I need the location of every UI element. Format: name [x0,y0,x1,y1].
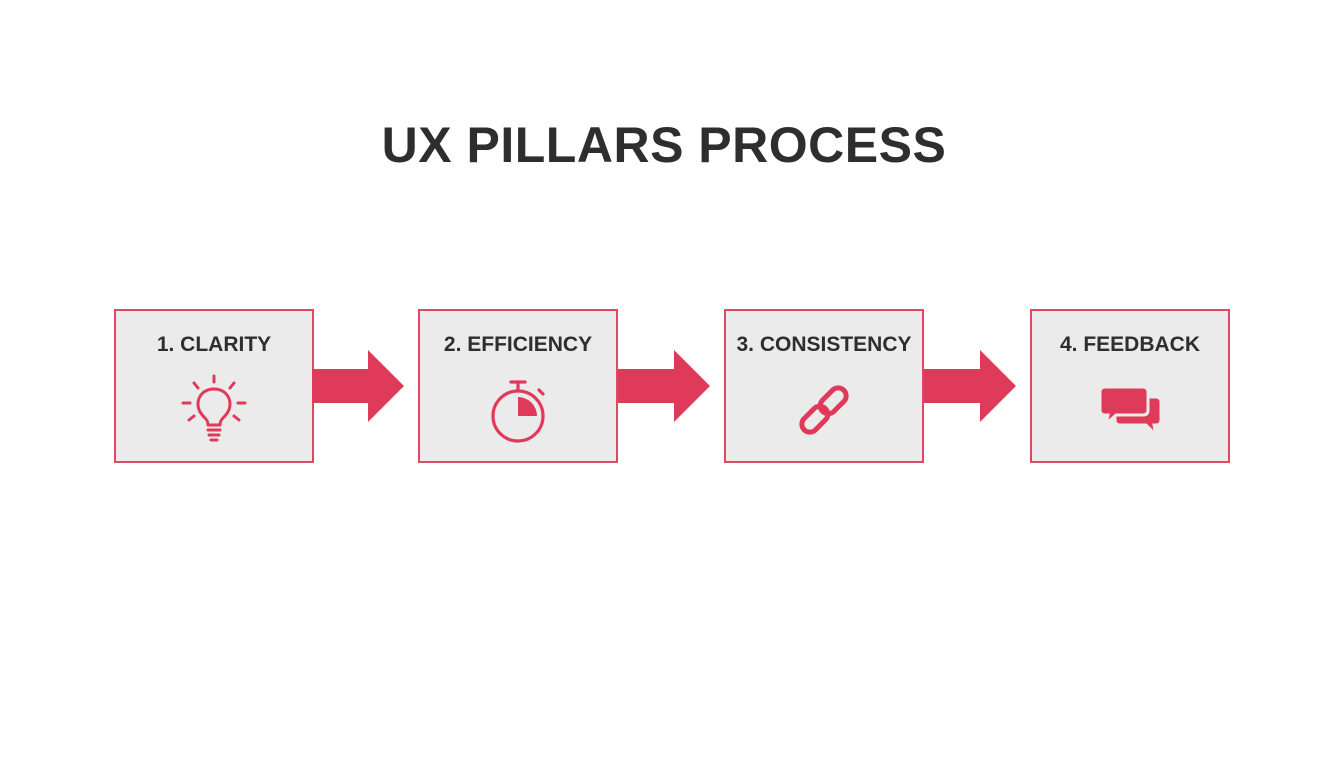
step-box-feedback: 4. FEEDBACK [1030,309,1230,463]
lightbulb-icon [116,371,312,449]
arrow-step-2-to-3 [618,350,710,422]
arrow-step-3-to-4 [924,350,1016,422]
diagram-title: UX PILLARS PROCESS [381,117,947,173]
step-label-clarity: 1. CLARITY [156,333,272,356]
chat-bubbles-icon [1032,371,1228,449]
arrow-step-1-to-2 [312,350,404,422]
step-box-clarity: 1. CLARITY [114,309,314,463]
step-box-consistency: 3. CONSISTENCY [724,309,924,463]
step-label-consistency: 3. CONSISTENCY [736,333,912,356]
step-label-efficiency: 2. EFFICIENCY [443,333,593,356]
step-box-efficiency: 2. EFFICIENCY [418,309,618,463]
stopwatch-icon [420,371,616,449]
link-icon [726,371,922,449]
step-label-feedback: 4. FEEDBACK [1059,333,1201,356]
